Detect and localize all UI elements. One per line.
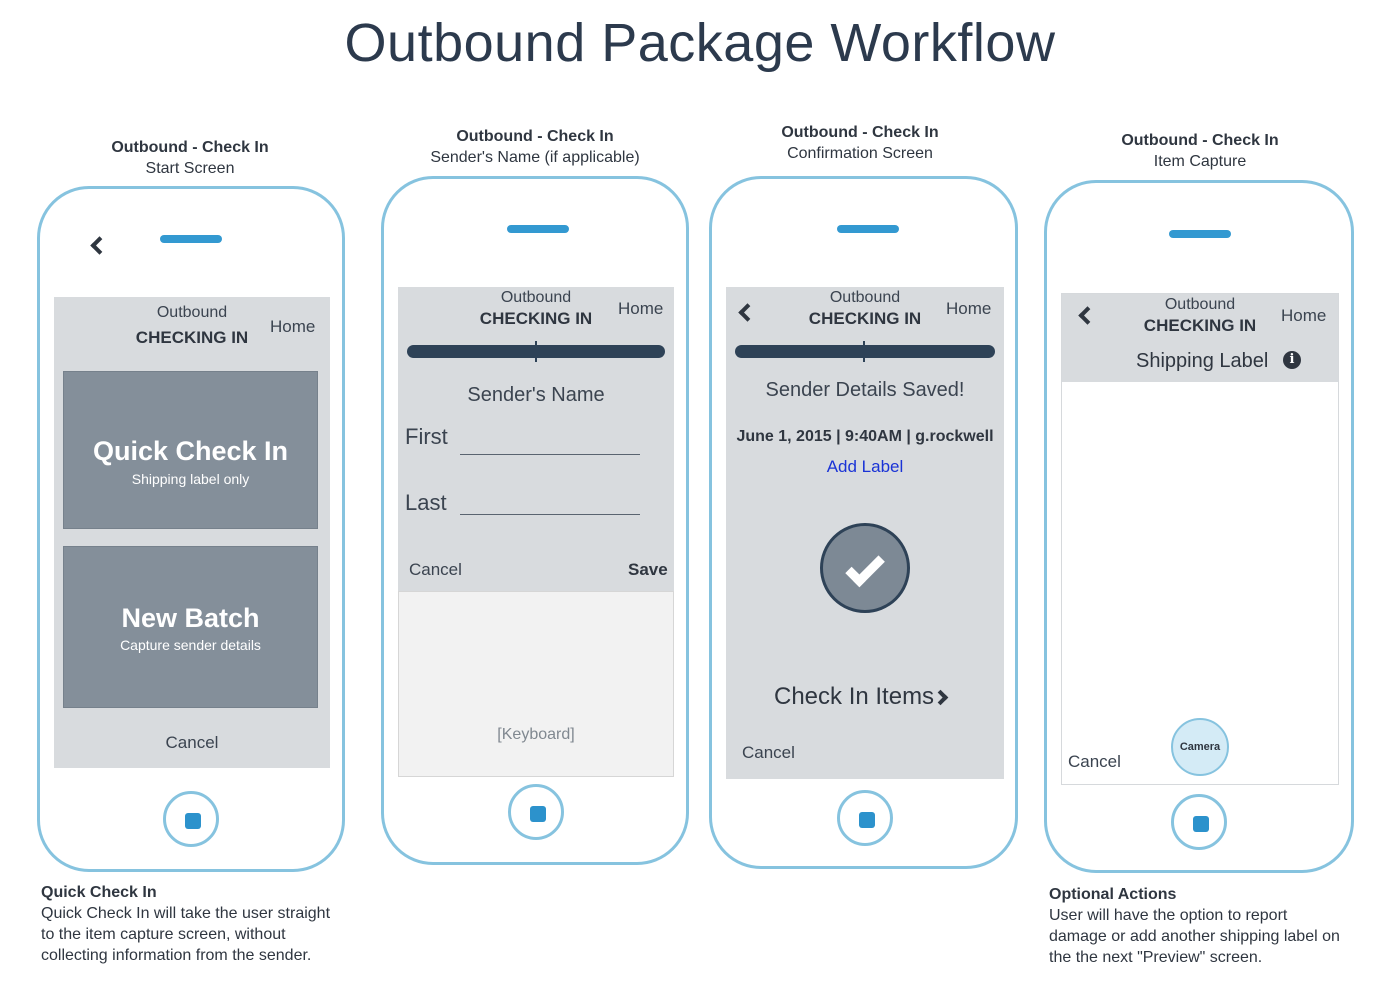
check-in-items-button[interactable]: Check In Items (774, 683, 935, 710)
header-outbound: Outbound (500, 289, 572, 306)
quick-check-in-button[interactable]: Quick Check In Shipping label only (63, 371, 318, 529)
caption-subtitle: Confirmation Screen (787, 145, 933, 162)
add-label-link[interactable]: Add Label (826, 457, 904, 476)
header-status: CHECKING IN (1143, 316, 1257, 335)
phone-speaker (160, 235, 222, 243)
page-title: Outbound Package Workflow (344, 13, 1056, 73)
screen-caption-senders-name: Outbound - Check In Sender's Name (if ap… (380, 126, 690, 168)
note-title: Quick Check In (41, 884, 157, 901)
header-status: CHECKING IN (135, 328, 249, 347)
caption-subtitle: Sender's Name (if applicable) (430, 149, 640, 166)
checkmark-icon (820, 523, 910, 613)
caption-subtitle: Start Screen (145, 160, 235, 177)
home-link[interactable]: Home (270, 317, 316, 336)
phone-home-button[interactable] (508, 784, 564, 840)
home-link[interactable]: Home (618, 299, 664, 318)
note-line: damage or add another shipping label on (1049, 928, 1340, 945)
note-line: User will have the option to report (1049, 907, 1288, 924)
last-name-label: Last (405, 490, 447, 515)
camera-button[interactable]: Camera (1171, 718, 1229, 776)
cancel-button[interactable]: Cancel (742, 743, 795, 762)
tile-subtitle: Shipping label only (131, 471, 250, 487)
tile-title: Quick Check In (92, 436, 289, 466)
cancel-button[interactable]: Cancel (1068, 752, 1121, 771)
phone-confirmation-screen: Outbound CHECKING IN Home Sender Details… (709, 176, 1018, 869)
note-line: collecting information from the sender. (41, 947, 312, 964)
confirmation-message: Sender Details Saved! (765, 379, 965, 401)
progress-bar (735, 345, 995, 358)
progress-tick (863, 341, 865, 362)
caption-title: Outbound - Check In (456, 128, 614, 145)
phone-speaker (1169, 230, 1231, 238)
phone-home-button[interactable] (1171, 794, 1227, 850)
phone-screen: Outbound CHECKING IN Home Sender's Name … (398, 287, 674, 591)
chevron-right-icon (932, 689, 949, 706)
section-title: Shipping Label (1136, 350, 1269, 372)
caption-subtitle: Item Capture (1153, 153, 1247, 170)
note-optional-actions: Optional Actions User will have the opti… (1049, 884, 1379, 968)
phone-speaker (837, 225, 899, 233)
info-icon[interactable]: i (1283, 351, 1301, 369)
screen-header: Outbound CHECKING IN Home Shipping Label… (1062, 294, 1338, 382)
new-batch-button[interactable]: New Batch Capture sender details (63, 546, 318, 708)
phone-start-screen: Outbound CHECKING IN Home Quick Check In… (37, 186, 345, 872)
save-button[interactable]: Save (628, 560, 668, 579)
note-line: to the item capture screen, without (41, 926, 286, 943)
header-status: CHECKING IN (808, 309, 922, 328)
caption-title: Outbound - Check In (111, 139, 269, 156)
section-title: Sender's Name (467, 384, 605, 406)
phone-senders-name-screen: Outbound CHECKING IN Home Sender's Name … (381, 176, 689, 865)
back-chevron-icon[interactable] (738, 303, 757, 322)
header-status: CHECKING IN (479, 309, 593, 328)
header-outbound: Outbound (156, 304, 228, 321)
home-link[interactable]: Home (1281, 306, 1327, 325)
caption-title: Outbound - Check In (781, 124, 939, 141)
back-chevron-icon[interactable] (1078, 306, 1097, 325)
tile-title: New Batch (121, 603, 260, 633)
note-line: the the next "Preview" screen. (1049, 949, 1263, 966)
last-name-input[interactable] (460, 514, 640, 515)
screen-caption-confirmation: Outbound - Check In Confirmation Screen (710, 122, 1010, 164)
header-outbound: Outbound (1164, 296, 1236, 313)
phone-item-capture-screen: Outbound CHECKING IN Home Shipping Label… (1044, 180, 1354, 873)
note-title: Optional Actions (1049, 886, 1177, 903)
keyboard-placeholder: [Keyboard] (497, 726, 575, 743)
cancel-button[interactable]: Cancel (409, 560, 462, 579)
phone-home-button[interactable] (163, 791, 219, 847)
keyboard-area[interactable]: [Keyboard] (398, 591, 674, 777)
note-line: Quick Check In will take the user straig… (41, 905, 331, 922)
batch-meta: June 1, 2015 | 9:40AM | g.rockwell (736, 428, 994, 445)
home-link[interactable]: Home (946, 299, 992, 318)
cancel-button[interactable]: Cancel (165, 733, 219, 752)
progress-tick (535, 341, 537, 362)
screen-caption-start: Outbound - Check In Start Screen (40, 137, 340, 179)
phone-screen: Outbound CHECKING IN Home Sender Details… (726, 287, 1004, 779)
tile-subtitle: Capture sender details (120, 637, 261, 653)
back-chevron-icon[interactable] (90, 236, 109, 255)
caption-title: Outbound - Check In (1121, 132, 1279, 149)
phone-home-button[interactable] (837, 790, 893, 846)
first-name-label: First (405, 424, 448, 449)
phone-screen: Outbound CHECKING IN Home Quick Check In… (54, 297, 330, 768)
header-outbound: Outbound (829, 289, 901, 306)
screen-caption-item-capture: Outbound - Check In Item Capture (1050, 130, 1350, 172)
phone-screen: Outbound CHECKING IN Home Shipping Label… (1061, 293, 1339, 785)
first-name-input[interactable] (460, 454, 640, 455)
note-quick-check-in: Quick Check In Quick Check In will take … (41, 882, 361, 966)
phone-speaker (507, 225, 569, 233)
